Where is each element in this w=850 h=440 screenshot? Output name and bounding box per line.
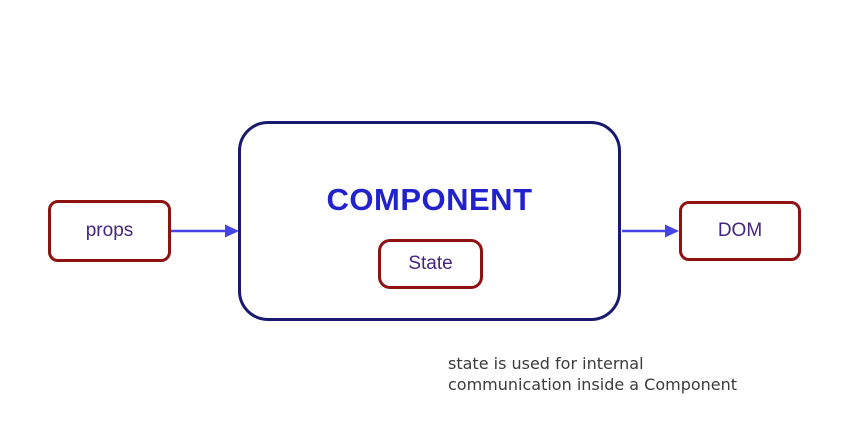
props-node: props	[48, 200, 171, 262]
dom-node-label: DOM	[717, 220, 763, 241]
state-node: State	[378, 239, 483, 289]
component-node: COMPONENT State	[238, 121, 621, 321]
caption: state is used for internal communication…	[448, 353, 737, 395]
component-node-title: COMPONENT	[326, 182, 533, 217]
props-node-label: props	[85, 220, 134, 241]
caption-line-1: state is used for internal	[448, 354, 644, 373]
arrow-props-to-component-icon	[171, 224, 239, 238]
arrow-component-to-dom-icon	[622, 224, 679, 238]
caption-line-2: communication inside a Component	[448, 375, 738, 394]
dom-node: DOM	[679, 201, 801, 261]
state-node-label: State	[408, 253, 453, 274]
